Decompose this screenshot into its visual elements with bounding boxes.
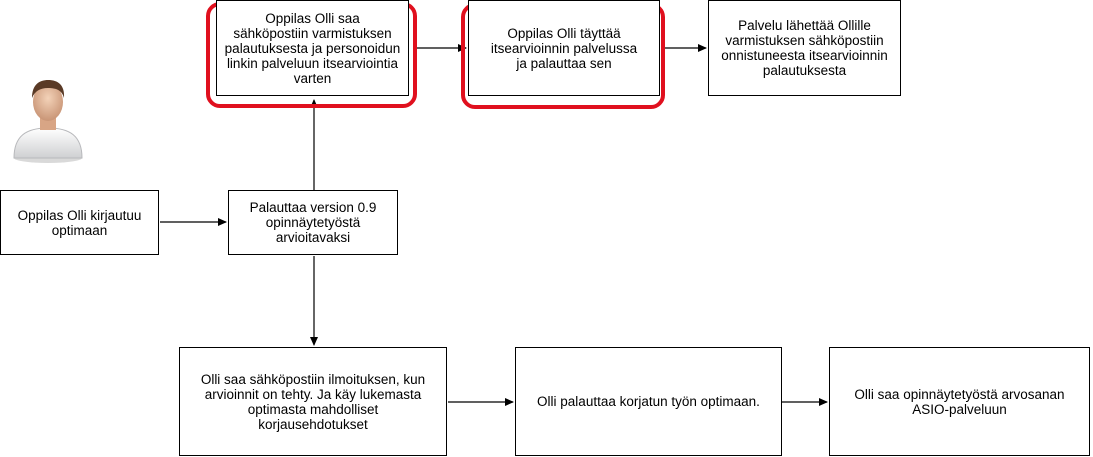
step-label: Olli saa sähköpostiin ilmoituksen, kun a… <box>200 371 426 432</box>
step-label: Oppilas Olli saa sähköpostiin varmistuks… <box>224 10 401 86</box>
step-login-optima: Oppilas Olli kirjautuu optimaan <box>0 190 159 255</box>
step-label: Palvelu lähettää Ollille varmistuksen sä… <box>721 18 888 78</box>
step-receive-confirmation: Oppilas Olli saa sähköpostiin varmistuks… <box>216 0 409 96</box>
step-label: Oppilas Olli täyttää itsearvioinnin palv… <box>490 25 638 71</box>
step-label: Olli palauttaa korjatun työn optimaan. <box>537 394 760 409</box>
step-service-confirmation: Palvelu lähettää Ollille varmistuksen sä… <box>708 0 901 96</box>
user-avatar-icon <box>13 80 83 163</box>
step-label: Olli saa opinnäytetyöstä arvosanan ASIO-… <box>854 386 1065 417</box>
step-receive-notification: Olli saa sähköpostiin ilmoituksen, kun a… <box>179 347 447 456</box>
step-fill-self-assessment: Oppilas Olli täyttää itsearvioinnin palv… <box>468 0 660 96</box>
step-label: Palauttaa version 0.9 opinnäytetyöstä ar… <box>249 200 377 245</box>
step-label: Oppilas Olli kirjautuu optimaan <box>17 207 142 238</box>
step-submit-version: Palauttaa version 0.9 opinnäytetyöstä ar… <box>228 190 398 255</box>
step-receive-grade: Olli saa opinnäytetyöstä arvosanan ASIO-… <box>829 347 1090 456</box>
step-resubmit-work: Olli palauttaa korjatun työn optimaan. <box>515 347 782 456</box>
